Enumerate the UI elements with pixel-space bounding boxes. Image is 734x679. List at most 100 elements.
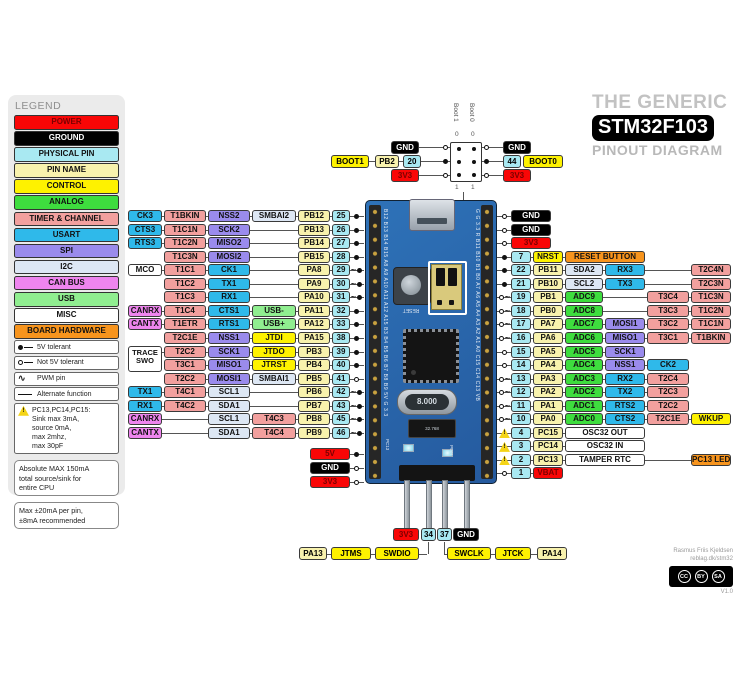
right-pin-header[interactable] — [481, 205, 493, 479]
pin-box-t3c1: T3C1 — [164, 359, 206, 372]
pin-box-t1c3n: T1C3N — [164, 250, 206, 263]
boot-left-pin-name: PB2 — [375, 155, 399, 168]
wire — [482, 147, 503, 148]
pin-number-17: 17 — [511, 318, 531, 331]
pin-box-scl1: SCL1 — [208, 386, 250, 399]
legend-heading: LEGEND — [15, 100, 62, 112]
boot0-label[interactable]: BOOT0 — [523, 155, 563, 168]
pwm-pin-squiggle: ~ — [350, 292, 357, 303]
boot-jumper-header[interactable] — [450, 142, 482, 182]
swd-rail-34: 34 — [421, 528, 436, 541]
circle — [18, 360, 23, 366]
micro-usb-connector[interactable] — [409, 199, 455, 231]
pin-number-39: 39 — [332, 345, 350, 358]
pin-box-scl2: SCL2 — [565, 277, 603, 290]
swd-pin[interactable] — [442, 480, 448, 530]
jumper-pin — [456, 172, 461, 177]
not-5v-tolerant-marker — [484, 145, 489, 150]
5v-tolerant-dot — [357, 281, 363, 287]
pin-box-pb3: PB3 — [298, 345, 330, 358]
pin-box-pa6: PA6 — [533, 331, 563, 344]
not-5v-tolerant-circle — [498, 390, 504, 396]
pin-box-usb+: USB+ — [252, 318, 296, 331]
pin-circle-symbol — [497, 346, 512, 359]
boot-left-pin-number: 20 — [403, 155, 421, 168]
not-5v-tolerant-circle — [502, 241, 507, 247]
pin-box-rts1: RTS1 — [208, 318, 250, 331]
author-site[interactable]: reblag.dk/stm32 — [690, 555, 733, 562]
swd-header[interactable] — [399, 465, 475, 481]
pin-dot-symbol — [497, 278, 512, 291]
pin-dot-symbol — [349, 359, 364, 372]
pin-dot-symbol — [497, 251, 512, 264]
cc-by-icon: BY — [694, 570, 708, 583]
cc-license-badge[interactable]: CC BY SA — [669, 566, 733, 587]
pin-pwm-dot-symbol: ~ — [349, 427, 364, 440]
wire — [18, 393, 32, 395]
wire — [168, 283, 364, 285]
swd-box-jtms: JTMS — [331, 547, 371, 560]
power-box-gnd: GND — [310, 462, 350, 474]
boot1-label[interactable]: BOOT1 — [331, 155, 369, 168]
pin-box-t1bkin: T1BKIN — [164, 210, 206, 222]
5v-tolerant-dot — [354, 335, 359, 341]
pin-box-t2c1e: T2C1E — [647, 413, 689, 426]
crystal-frequency-label: 8.000 — [405, 394, 449, 410]
pin-box-t2c2: T2C2 — [164, 345, 206, 358]
boot-right-pin-number: 44 — [503, 155, 521, 168]
pin-pwm-circle-symbol: ~ — [497, 413, 512, 426]
power-box-5v: 5V — [310, 448, 350, 460]
jumper-pin — [471, 159, 476, 164]
pin-box-pb5: PB5 — [298, 372, 330, 385]
pin-number-19: 19 — [511, 291, 531, 304]
5v-tolerant-marker — [484, 159, 489, 164]
left-power-row: 5V — [128, 448, 364, 461]
left-pin-header[interactable] — [369, 205, 381, 479]
pin-box-sck1: SCK1 — [605, 345, 645, 358]
pin-box-t1c2n: T1C2N — [691, 304, 731, 317]
pin-number-31: 31 — [332, 291, 350, 304]
5v-tolerant-dot — [354, 452, 359, 457]
pin-box-t3c1: T3C1 — [647, 331, 689, 344]
pin-box-pa4: PA4 — [533, 359, 563, 372]
pin-box-miso1: MISO1 — [605, 331, 645, 344]
boot1-jumper[interactable] — [448, 268, 457, 286]
pin-box-pb7: PB7 — [298, 399, 330, 412]
not-5v-tolerant-circle — [498, 376, 504, 382]
boot0-jumper[interactable] — [436, 268, 445, 286]
pin-box-pb0: PB0 — [533, 304, 563, 317]
pin-circle-symbol — [497, 237, 512, 250]
legend-symbol-label: 5V tolerant — [37, 343, 71, 351]
credits-block: Rasmus Friis Kjeldsen reblag.dk/stm32 CC… — [655, 548, 733, 595]
left-power-row: GND — [128, 462, 364, 475]
swd-pin[interactable] — [464, 480, 470, 530]
pin-box-mco: MCO — [128, 264, 162, 277]
pin-number-27: 27 — [332, 237, 350, 250]
5v-tolerant-dot — [354, 227, 359, 233]
pin-box-t4c3: T4C3 — [252, 413, 296, 426]
legend-item-power: POWER — [14, 115, 119, 130]
legend-warning-note: ! PC13,PC14,PC15: Sink max 3mA, source 0… — [14, 402, 119, 455]
boot-right-gnd: GND — [503, 141, 531, 154]
pin-box-t1etr: T1ETR — [164, 318, 206, 331]
swd-pin[interactable] — [426, 480, 432, 530]
reset-button[interactable] — [393, 267, 431, 305]
main-crystal: 8.000 — [397, 389, 457, 415]
reset-silk-label: RESET — [402, 307, 420, 313]
warning-triangle-icon: ! — [499, 455, 510, 466]
pin-box-pa5: PA5 — [533, 345, 563, 358]
swd-pin[interactable] — [404, 480, 410, 530]
boot-jumpers[interactable] — [431, 264, 462, 310]
line-symbol-icon — [18, 393, 34, 395]
pin-box-ck1: CK1 — [208, 264, 250, 277]
